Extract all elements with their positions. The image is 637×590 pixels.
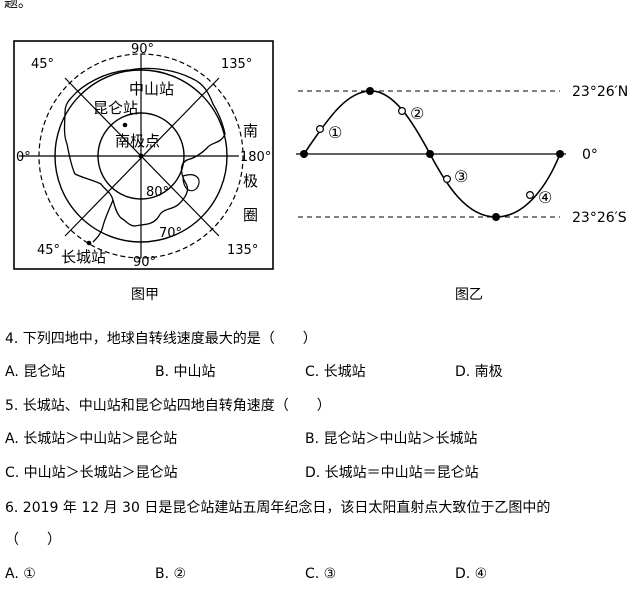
q4-option-d: D. 南极	[455, 364, 503, 380]
label-kunlun: 昆仑站	[93, 99, 138, 117]
label-circle-1: 南	[243, 122, 258, 140]
question-6-stem-cont: （ ）	[5, 532, 61, 548]
q4-option-b: B. 中山站	[155, 364, 216, 380]
outer-dashed-circle	[38, 53, 244, 259]
label-45-tl: 45°	[31, 57, 54, 72]
caption-figure-b: 图乙	[455, 287, 483, 303]
label-p3: ③	[454, 167, 468, 186]
south-pole-dot	[138, 153, 144, 159]
q6-option-b: B. ②	[155, 566, 187, 582]
top-fragment: 题。	[4, 0, 32, 11]
question-5-stem: 5. 长城站、中山站和昆仑站四地自转角速度（ ）	[5, 398, 331, 414]
point-trough	[492, 213, 500, 221]
point-3	[443, 174, 452, 183]
label-circle-3: 圈	[243, 206, 258, 224]
continent-outline	[63, 67, 226, 227]
point-peak	[366, 87, 374, 95]
label-tropic-n: 23°26′N	[572, 84, 628, 100]
point-2	[397, 107, 406, 116]
caption-figure-a: 图甲	[131, 287, 159, 303]
label-135-tr: 135°	[221, 57, 252, 72]
q5-option-d: D. 长城站＝中山站＝昆仑站	[305, 465, 479, 481]
q5-option-b: B. 昆仑站＞中山站＞长城站	[305, 431, 478, 447]
label-90-top: 90°	[131, 42, 154, 57]
label-135-br: 135°	[227, 243, 258, 258]
question-6-stem: 6. 2019 年 12 月 30 日是昆仑站建站五周年纪念日，该日太阳直射点大…	[5, 500, 551, 516]
ice-shelf-outline	[182, 174, 200, 192]
label-changcheng: 长城站	[61, 248, 106, 266]
q6-option-a: A. ①	[5, 566, 36, 582]
point-end	[556, 150, 564, 158]
label-circle-2: 极	[243, 172, 258, 190]
label-p2: ②	[410, 104, 424, 123]
label-180: 180°	[240, 150, 271, 165]
q6-option-c: C. ③	[305, 566, 337, 582]
question-4-stem: 4. 下列四地中，地球自转线速度最大的是（ ）	[5, 331, 317, 347]
label-lat-70: 70°	[159, 226, 182, 241]
point-start	[300, 150, 308, 158]
figure-b-curve: ① ② ③ ④ 23°26′N 0° 23°26′S	[296, 84, 628, 226]
label-90-bottom: 90°	[133, 255, 156, 270]
label-zhongshan: 中山站	[129, 80, 174, 98]
label-p1: ①	[328, 123, 342, 142]
point-1	[316, 124, 325, 133]
label-lat-80: 80°	[146, 185, 169, 200]
label-0: 0°	[16, 150, 31, 165]
q5-option-a: A. 长城站＞中山站＞昆仑站	[5, 431, 178, 447]
changcheng-dot	[86, 240, 92, 246]
label-45-bl: 45°	[37, 243, 60, 258]
point-4	[526, 190, 535, 199]
label-south-pole: 南极点	[115, 132, 160, 150]
q4-option-c: C. 长城站	[305, 364, 366, 380]
q5-option-c: C. 中山站＞长城站＞昆仑站	[5, 465, 178, 481]
point-mid	[426, 150, 434, 158]
label-p4: ④	[538, 188, 552, 207]
figure-a-map: 90° 45° 135° 0° 180° 45° 135° 90° 80° 70…	[13, 40, 274, 270]
q4-option-a: A. 昆仑站	[5, 364, 66, 380]
kunlun-dot	[122, 122, 128, 128]
q6-option-d: D. ④	[455, 566, 488, 582]
label-equator: 0°	[582, 147, 598, 163]
peninsula-outline	[92, 199, 114, 243]
label-tropic-s: 23°26′S	[572, 210, 627, 226]
